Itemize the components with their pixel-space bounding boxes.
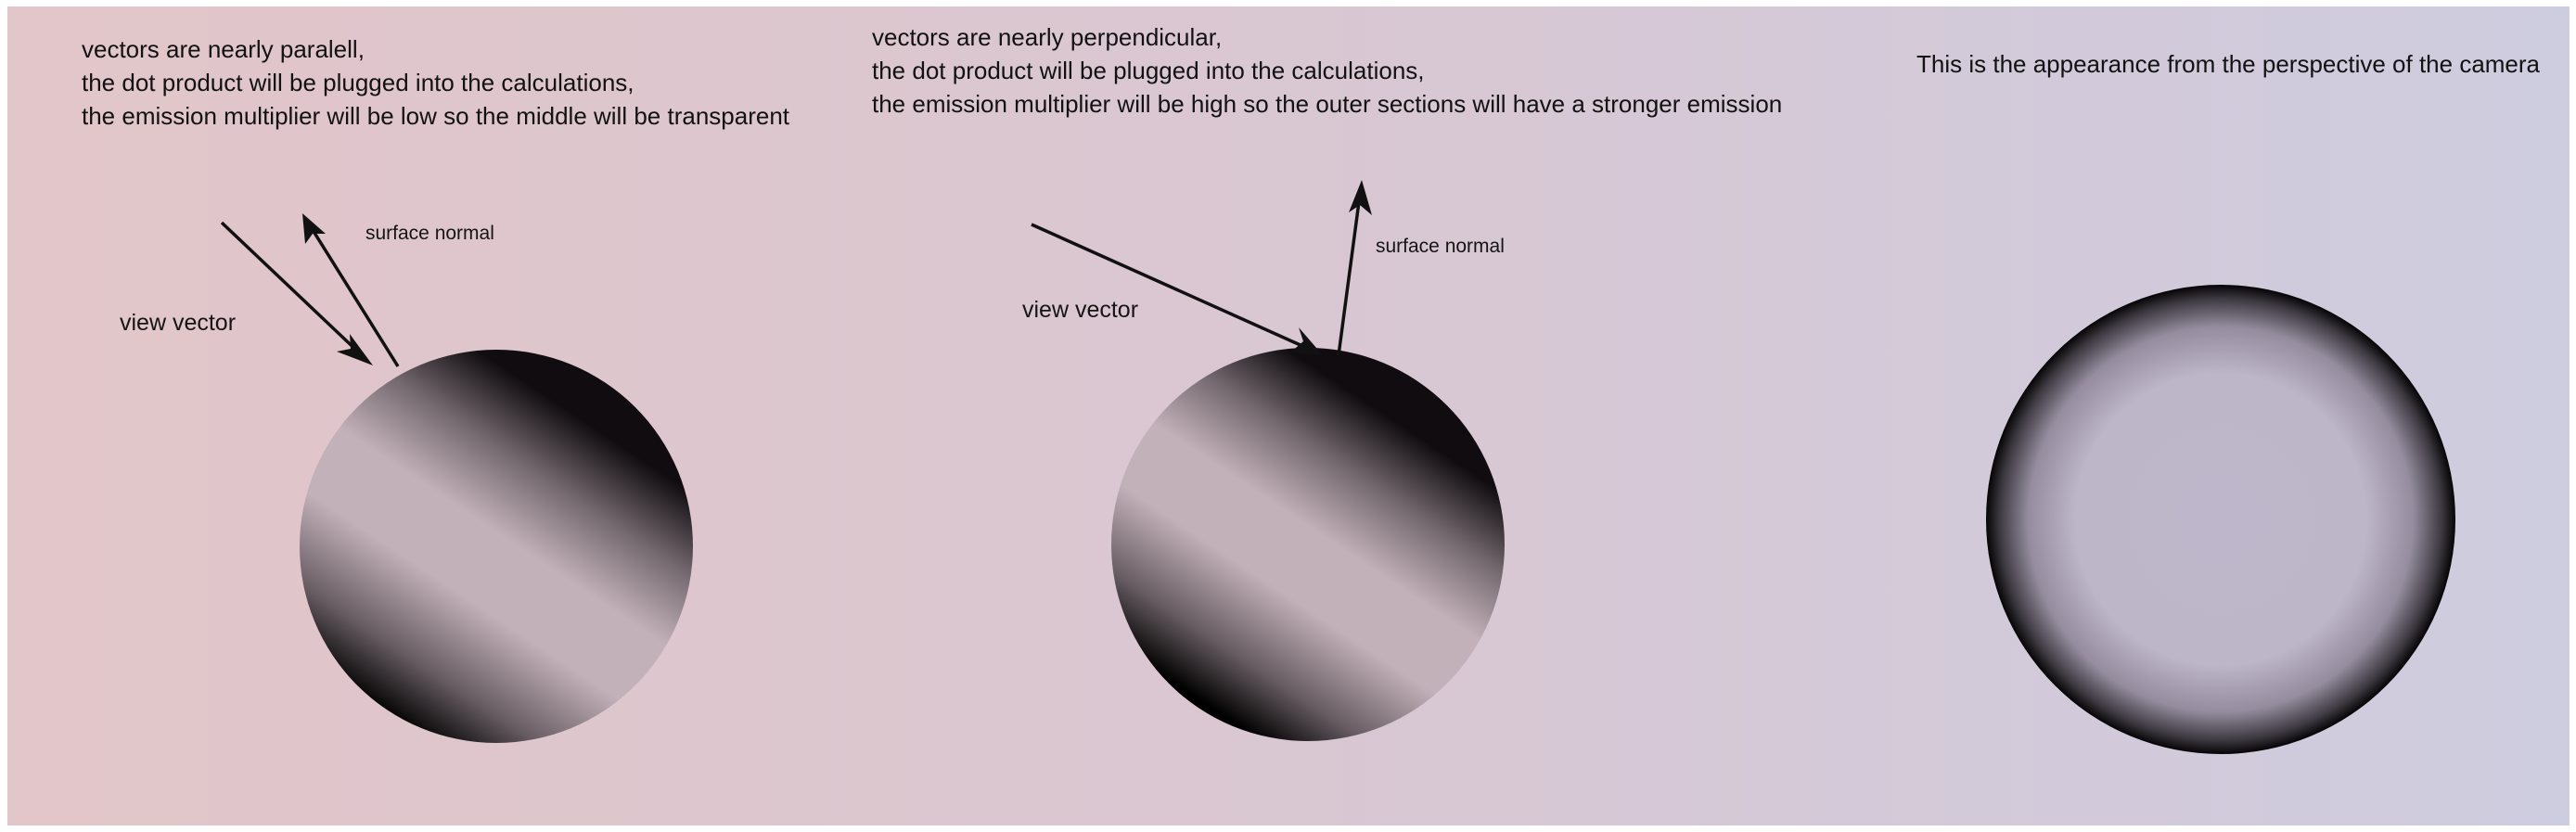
panel-1-view-vector-label: view vector [120, 310, 237, 336]
panel-3-caption: This is the appearance from the perspect… [1916, 47, 2540, 81]
panel-2-view-vector-label: view vector [1022, 297, 1139, 323]
panel-1-sphere [300, 350, 693, 743]
diagram-canvas: vectors are nearly paralell, the dot pro… [7, 6, 2570, 826]
diagram-graphics [220, 180, 2455, 754]
panel-2-view-vector-arrow-icon [1031, 223, 1323, 355]
panel-2-surface-normal-arrow-icon [1337, 180, 1372, 356]
panel-2-caption-line: vectors are nearly perpendicular, [872, 23, 1223, 51]
panel-2-surface-normal-label: surface normal [1376, 236, 1505, 257]
panel-1-caption-line: the dot product will be plugged into the… [82, 69, 634, 96]
panel-1-caption: vectors are nearly paralell, the dot pro… [82, 32, 789, 133]
panel-1-surface-normal-arrow-icon [302, 213, 400, 367]
panel-2-caption: vectors are nearly perpendicular, the do… [872, 20, 1782, 121]
panel-3-camera-sphere [1986, 285, 2455, 754]
panel-2-sphere [1111, 348, 1505, 741]
panel-3-caption-line: This is the appearance from the perspect… [1916, 50, 2541, 78]
panel-1-view-vector-arrow-icon [220, 221, 373, 365]
panel-2-caption-line: the dot product will be plugged into the… [872, 57, 1425, 84]
panel-1-caption-line: vectors are nearly paralell, [82, 35, 365, 63]
panel-2-caption-line: the emission multiplier will be high so … [872, 90, 1783, 118]
panel-1-caption-line: the emission multiplier will be low so t… [82, 102, 790, 130]
panel-1-surface-normal-label: surface normal [365, 223, 494, 244]
